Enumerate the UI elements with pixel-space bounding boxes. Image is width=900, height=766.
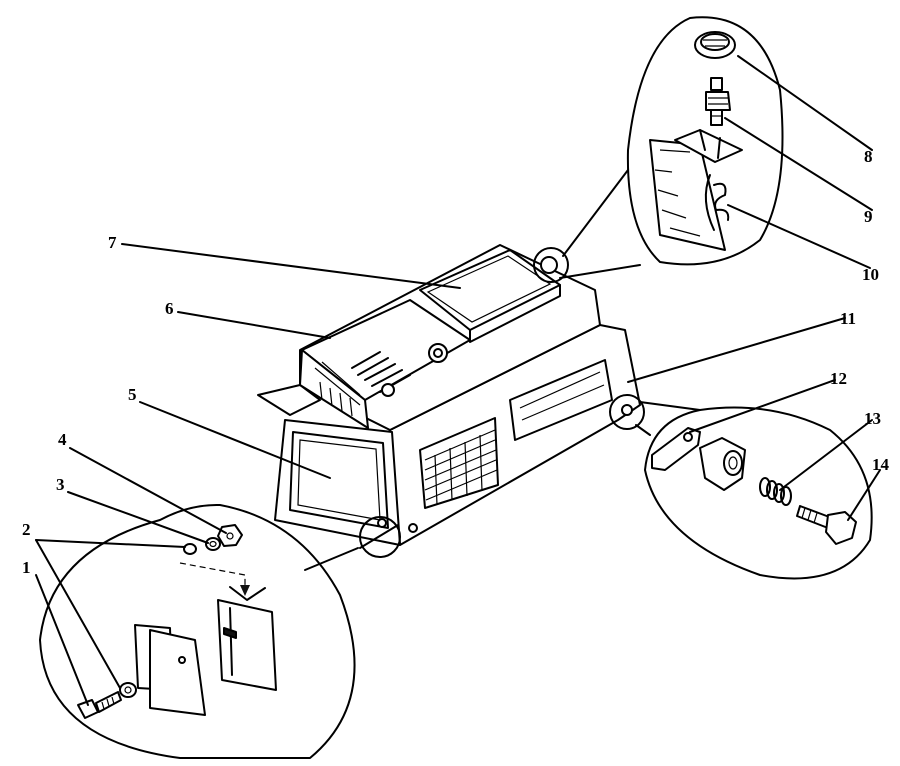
- callout-4: 4: [58, 430, 67, 449]
- callout-11: 11: [840, 309, 856, 328]
- rear-bolt-detail-icon: [609, 394, 873, 580]
- leader-lines: [35, 55, 881, 706]
- callout-5: 5: [128, 385, 137, 404]
- callout-13: 13: [864, 409, 881, 428]
- callout-labels: 1 2 3 4 5 6 7 8 9 10 11 12 13 14: [22, 147, 890, 577]
- callout-7: 7: [108, 233, 117, 252]
- cab-assembly-icon: [257, 244, 641, 546]
- callout-6: 6: [165, 299, 174, 318]
- callout-12: 12: [830, 369, 847, 388]
- callout-10: 10: [862, 265, 879, 284]
- callout-14: 14: [872, 455, 890, 474]
- mounting-bracket-detail-icon: [39, 503, 401, 759]
- callout-3: 3: [56, 475, 65, 494]
- callout-2: 2: [22, 520, 31, 539]
- callout-1: 1: [22, 558, 31, 577]
- roof-fastener-detail-icon: [533, 16, 784, 283]
- callout-9: 9: [864, 207, 873, 226]
- callout-8: 8: [864, 147, 873, 166]
